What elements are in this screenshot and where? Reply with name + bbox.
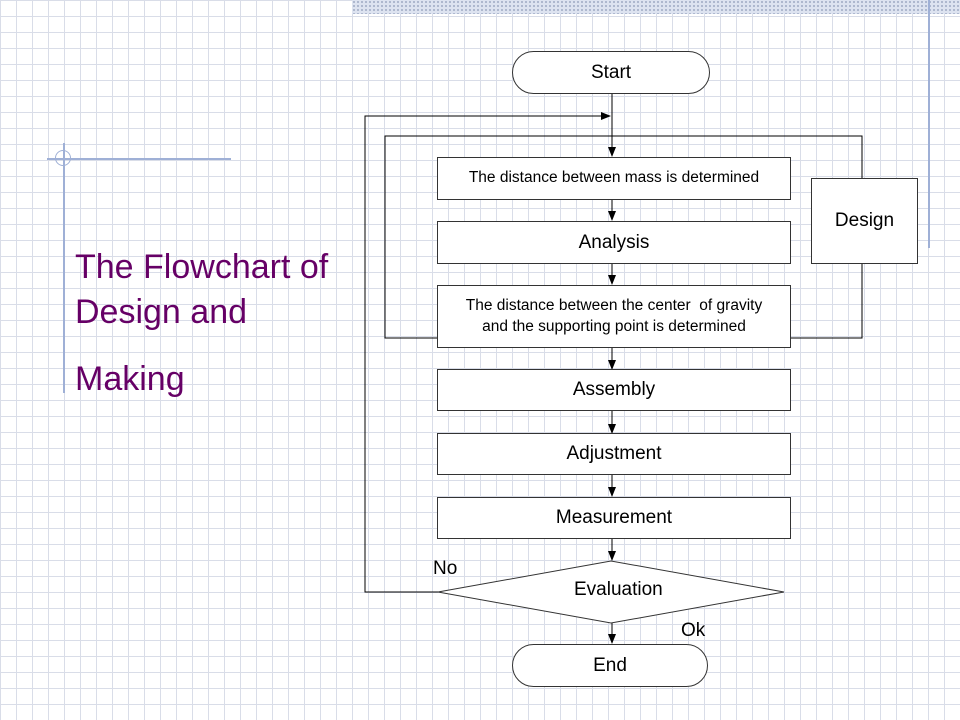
feedback-loop-no-path <box>364 112 611 593</box>
step-mass-distance: The distance between mass is determined <box>437 157 791 200</box>
decision-diamond <box>437 560 785 624</box>
step-analysis: Analysis <box>437 221 791 264</box>
step-assembly: Assembly <box>437 369 791 411</box>
slide-title-line-1: The Flowchart of <box>75 248 329 286</box>
top-banner-band <box>352 0 960 14</box>
rule-intersection-ring <box>55 150 71 166</box>
step-cog-distance-line-1: The distance between the center of gravi… <box>465 296 763 314</box>
design-group-box: Design <box>811 178 918 264</box>
step-measurement: Measurement <box>437 497 791 539</box>
step-cog-distance-line-2: and the supporting point is determined <box>482 317 746 335</box>
slide-title-line-3: Making <box>75 360 185 398</box>
start-node: Start <box>512 51 710 94</box>
ok-branch-label: Ok <box>681 620 706 641</box>
decision-evaluation-label: Evaluation <box>574 579 663 600</box>
left-vertical-rule <box>63 143 65 393</box>
right-vertical-rule <box>928 0 930 248</box>
step-cog-distance: The distance between the center of gravi… <box>437 285 791 348</box>
no-branch-label: No <box>433 558 458 579</box>
end-node: End <box>512 644 708 687</box>
slide-title-line-2: Design and <box>75 293 248 331</box>
step-adjustment: Adjustment <box>437 433 791 475</box>
left-horizontal-rule <box>47 158 231 160</box>
